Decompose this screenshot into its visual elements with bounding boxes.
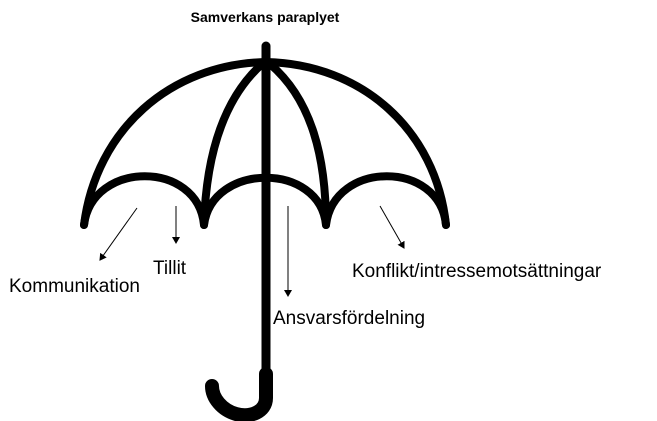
umbrella-canopy: [80, 57, 450, 229]
label-kommunikation: Kommunikation: [9, 276, 140, 297]
umbrella-handle: [205, 367, 273, 421]
label-ansvarsfordelning: Ansvarsfördelning: [273, 308, 426, 329]
umbrella-rib-right: [266, 60, 330, 229]
label-konflikt: Konflikt/intressemotsättningar: [352, 261, 602, 282]
umbrella-rib-left: [200, 60, 266, 229]
arrow-kommunikation: [99, 207, 138, 261]
arrow-konflikt: [379, 205, 405, 249]
label-tillit: Tillit: [153, 258, 187, 279]
diagram-title: Samverkans paraplyet: [190, 9, 340, 25]
